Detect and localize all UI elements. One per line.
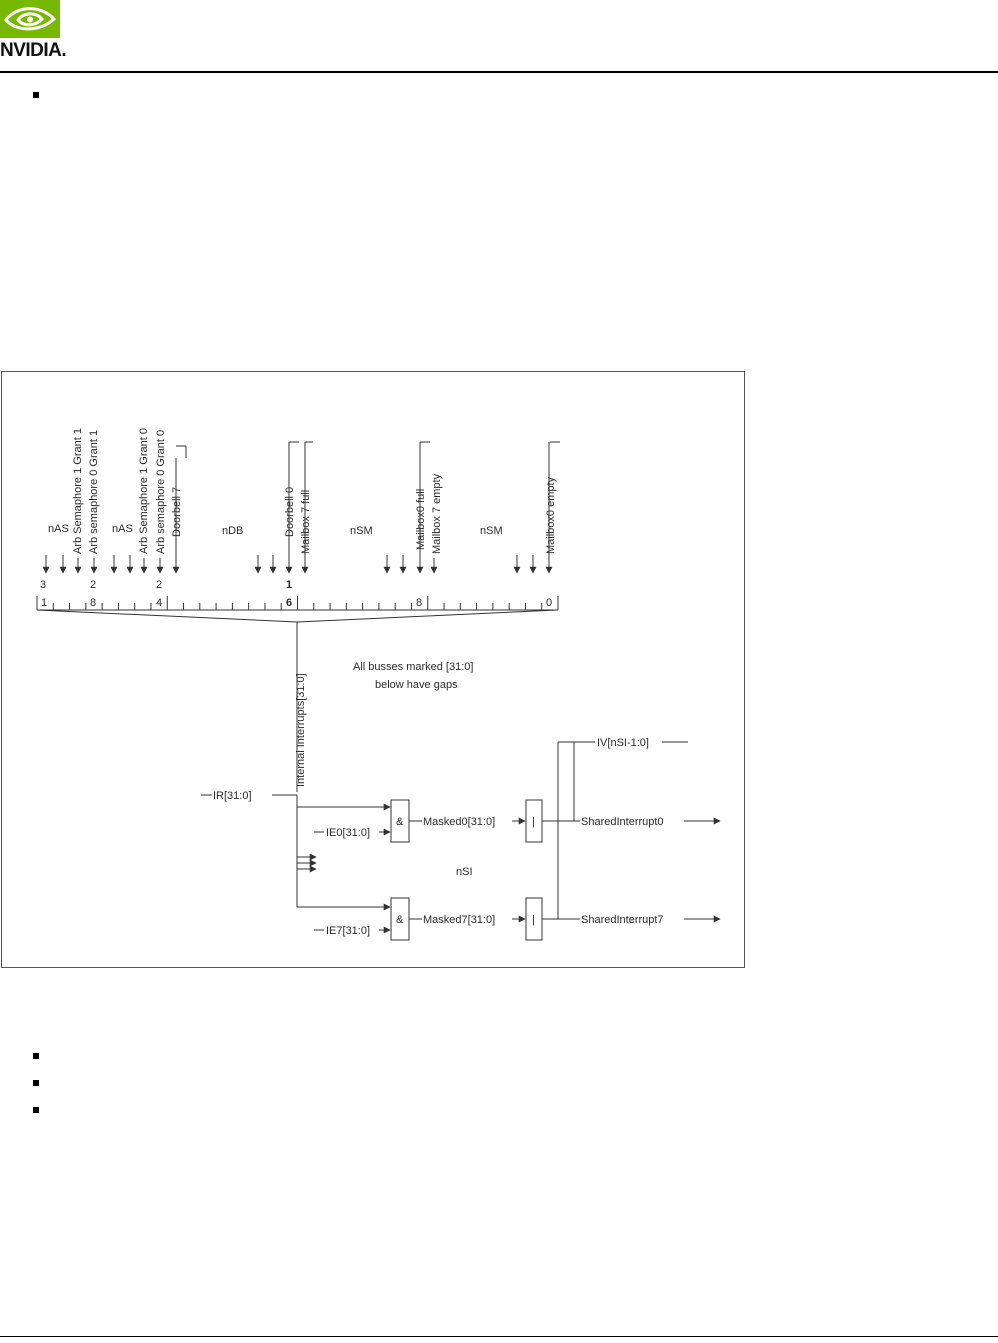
- bullet-marker: [33, 1053, 39, 1059]
- bit-number: 1: [41, 597, 47, 609]
- signal-doorbell-0: Doorbell 0: [284, 487, 296, 537]
- bullet-marker: [33, 1080, 39, 1086]
- bit-number: 4: [156, 597, 162, 609]
- iv-label: IV[nSI-1:0]: [597, 737, 649, 749]
- bullet-marker: [33, 1107, 39, 1113]
- bit-number: 0: [546, 597, 552, 609]
- brand-wordmark: NVIDIA.: [0, 40, 67, 61]
- interrupt-diagram: nAS nAS nDB nSM nSM Arb Semaphore 1 Gran…: [1, 371, 745, 968]
- bit-number: 8: [416, 597, 422, 609]
- group-label-nas-2: nAS: [112, 523, 133, 535]
- ie0-label: IE0[31:0]: [326, 827, 370, 839]
- group-label-nsm-2: nSM: [480, 525, 503, 537]
- signal-lead-lines: [176, 441, 560, 458]
- masked0-label: Masked0[31:0]: [423, 816, 495, 828]
- signal-arb-sem1-grant1: Arb Semaphore 1 Grant 1: [72, 428, 84, 554]
- bullet-marker: [33, 92, 39, 98]
- signal-arb-sem1-grant0: Arb Semaphore 1 Grant 0: [138, 428, 150, 554]
- footer-divider: [0, 1336, 998, 1337]
- note-line-1: All busses marked [31:0]: [353, 661, 473, 673]
- bus-brace: [36, 609, 559, 792]
- ie7-label: IE7[31:0]: [326, 925, 370, 937]
- nvidia-logo: NVIDIA.: [0, 0, 90, 62]
- signal-doorbell-7: Doorbell 7: [171, 487, 183, 537]
- interrupt-diagram-svg: nAS nAS nDB nSM nSM Arb Semaphore 1 Gran…: [36, 428, 721, 941]
- or-gate-7-symbol: |: [532, 914, 535, 926]
- shared0-label: SharedInterrupt0: [581, 816, 664, 828]
- fanout-wires: [296, 795, 391, 911]
- iv-bus-wires: [557, 741, 688, 919]
- shared7-label: SharedInterrupt7: [581, 914, 664, 926]
- group-label-ndb: nDB: [222, 525, 243, 537]
- group-label-nsm-1: nSM: [350, 525, 373, 537]
- signal-arb-sem0-grant1: Arb semaphore 0 Grant 1: [88, 430, 100, 554]
- bit-number: 2: [156, 579, 162, 591]
- nvidia-eye-icon: [0, 0, 60, 38]
- bit-number: 2: [90, 579, 96, 591]
- or-gate-0-symbol: |: [532, 816, 535, 828]
- bus-label: Internal Interrupts[31:0]: [295, 673, 307, 787]
- masked7-label: Masked7[31:0]: [423, 914, 495, 926]
- input-arrows: [42, 442, 553, 574]
- and-gate-7-symbol: &: [396, 914, 404, 926]
- signal-mailbox7-full: Mailbox 7 full: [300, 490, 312, 554]
- bit-number: 3: [40, 579, 46, 591]
- signal-mailbox0-full: Mailbox0 full: [415, 489, 427, 550]
- note-line-2: below have gaps: [375, 679, 458, 691]
- signal-arb-sem0-grant0: Arb semaphore 0 Grant 0: [155, 430, 167, 554]
- and-gate-0-symbol: &: [396, 816, 404, 828]
- group-label-nas-1: nAS: [48, 523, 69, 535]
- nsi-label: nSI: [456, 866, 473, 878]
- header-divider: [0, 71, 998, 73]
- bit-number: 1: [286, 579, 292, 591]
- ir-label: IR[31:0]: [213, 790, 252, 802]
- bit-register-ruler: [36, 596, 559, 611]
- signal-mailbox0-empty: Mailbox0 empty: [545, 476, 557, 554]
- bit-number: 6: [286, 597, 292, 609]
- signal-mailbox7-empty: Mailbox 7 empty: [431, 473, 443, 554]
- bit-number: 8: [90, 597, 96, 609]
